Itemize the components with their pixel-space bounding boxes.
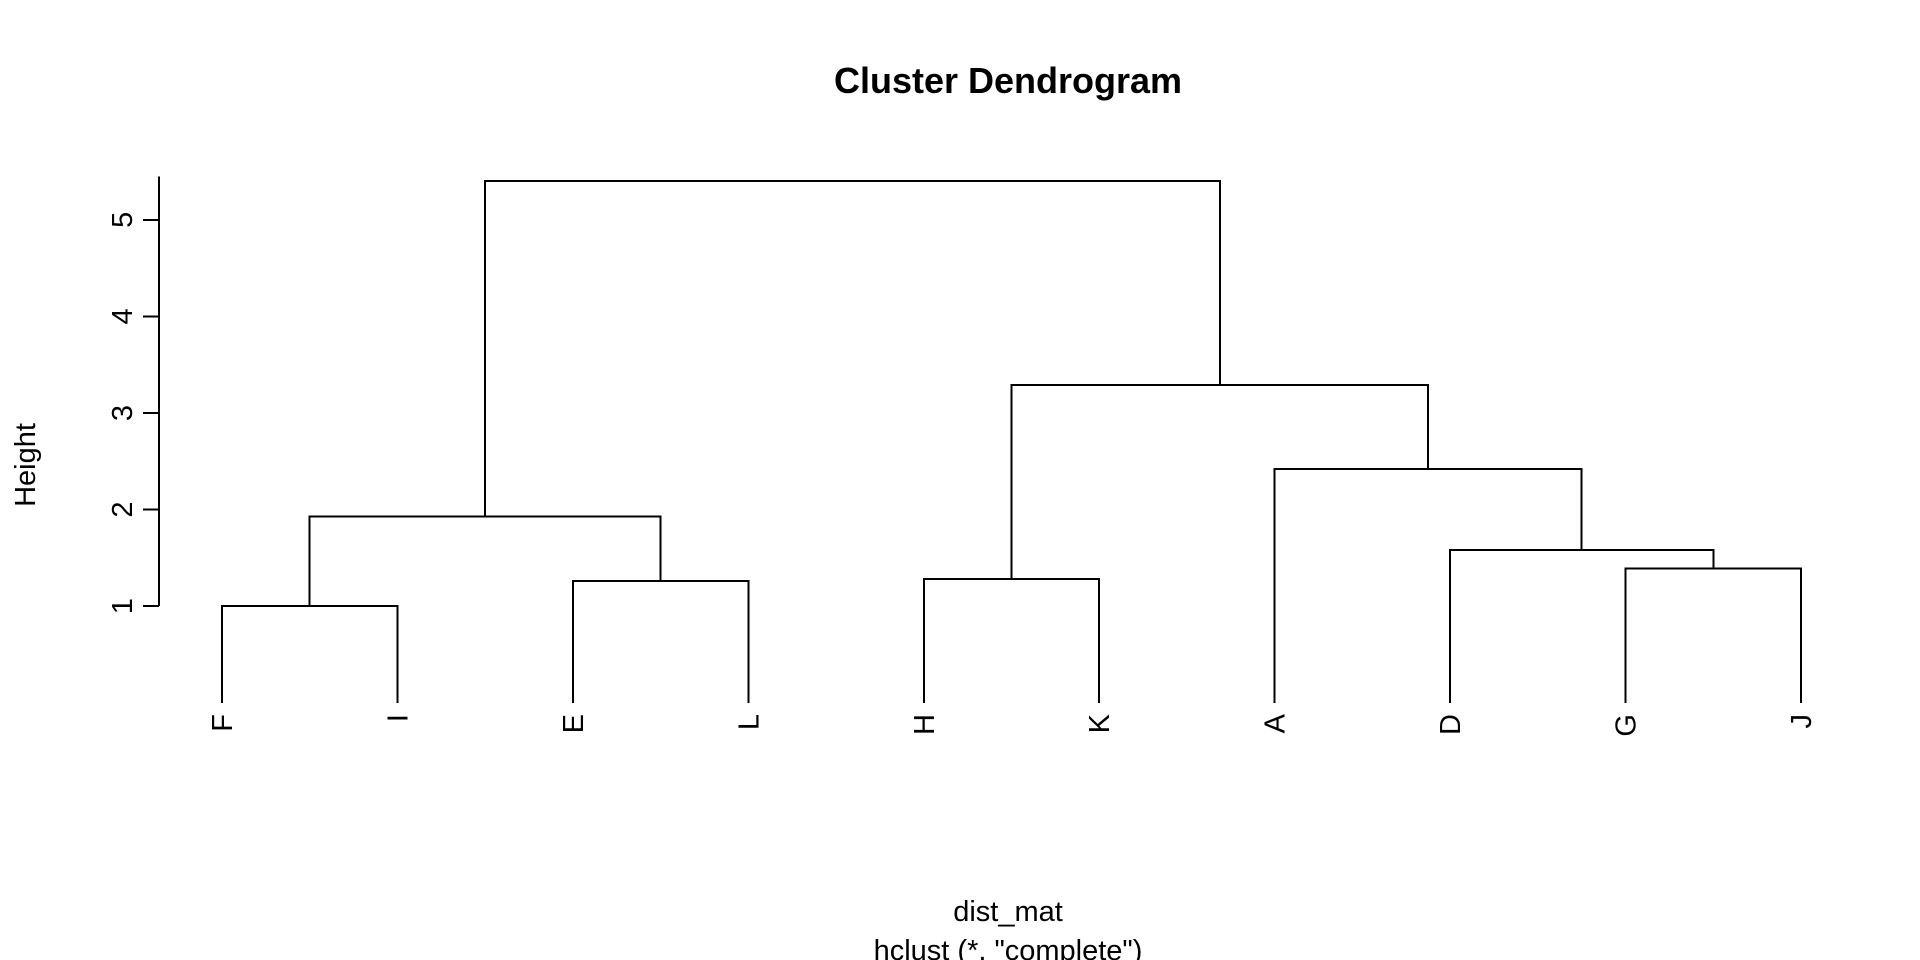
- dendrogram-branch: [1273, 468, 1583, 703]
- leaf-label: A: [1260, 713, 1292, 733]
- leaf-label: D: [1435, 714, 1467, 735]
- leaf-label: I: [382, 714, 414, 722]
- leaf-label: G: [1611, 714, 1643, 737]
- y-tick-label: 1: [107, 598, 139, 614]
- y-axis-label: Height: [10, 423, 42, 507]
- dendrogram-branch: [484, 180, 1221, 517]
- y-axis: 1 2 3 4 5: [107, 176, 160, 614]
- y-tick-label: 4: [107, 308, 139, 324]
- chart-title: Cluster Dendrogram: [834, 60, 1182, 101]
- dendrogram-branch: [308, 515, 662, 607]
- dendrogram-branch: [1449, 549, 1715, 703]
- leaf-label: F: [207, 714, 239, 732]
- leaf-label: J: [1786, 714, 1818, 729]
- dendrogram-branch: [1010, 383, 1430, 580]
- leaf-label: H: [909, 714, 941, 735]
- x-axis-label: dist_mat: [953, 896, 1063, 928]
- dendrogram-branch: [922, 578, 1101, 703]
- leaf-label: E: [558, 714, 590, 733]
- dendrogram-branch: [571, 580, 750, 703]
- method-sublabel: hclust (*, "complete"): [874, 935, 1143, 960]
- dendrogram-branch: [221, 605, 399, 703]
- dendrogram-branch: [1624, 567, 1802, 703]
- leaf-label: K: [1084, 713, 1116, 733]
- y-tick-label: 2: [107, 502, 139, 518]
- leaf-label: L: [733, 714, 765, 730]
- y-tick-label: 5: [107, 212, 139, 228]
- dendrogram-branches: [221, 180, 1802, 703]
- y-tick-label: 3: [107, 405, 139, 421]
